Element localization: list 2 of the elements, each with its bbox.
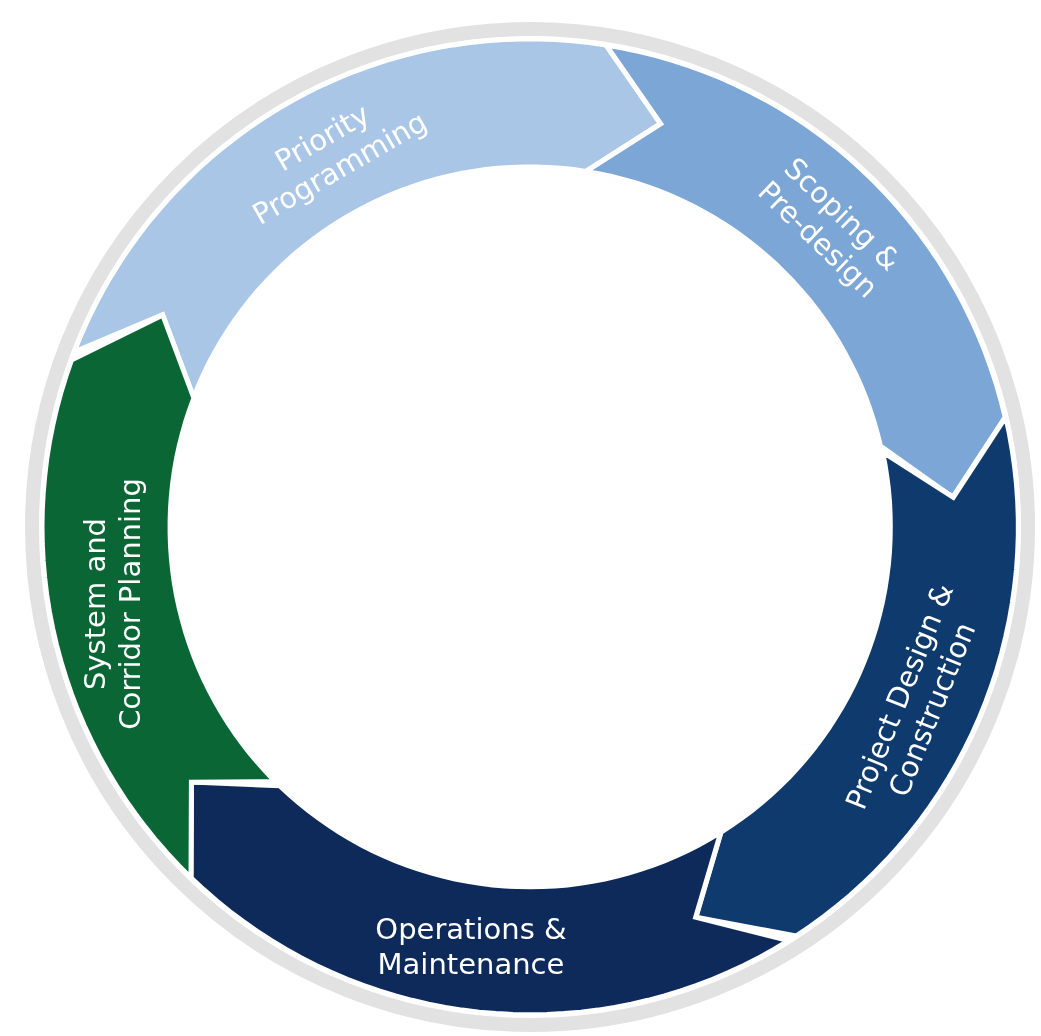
stage-label: Operations & Maintenance: [374, 912, 568, 982]
stage-label: System and Corridor Planning: [78, 477, 148, 733]
